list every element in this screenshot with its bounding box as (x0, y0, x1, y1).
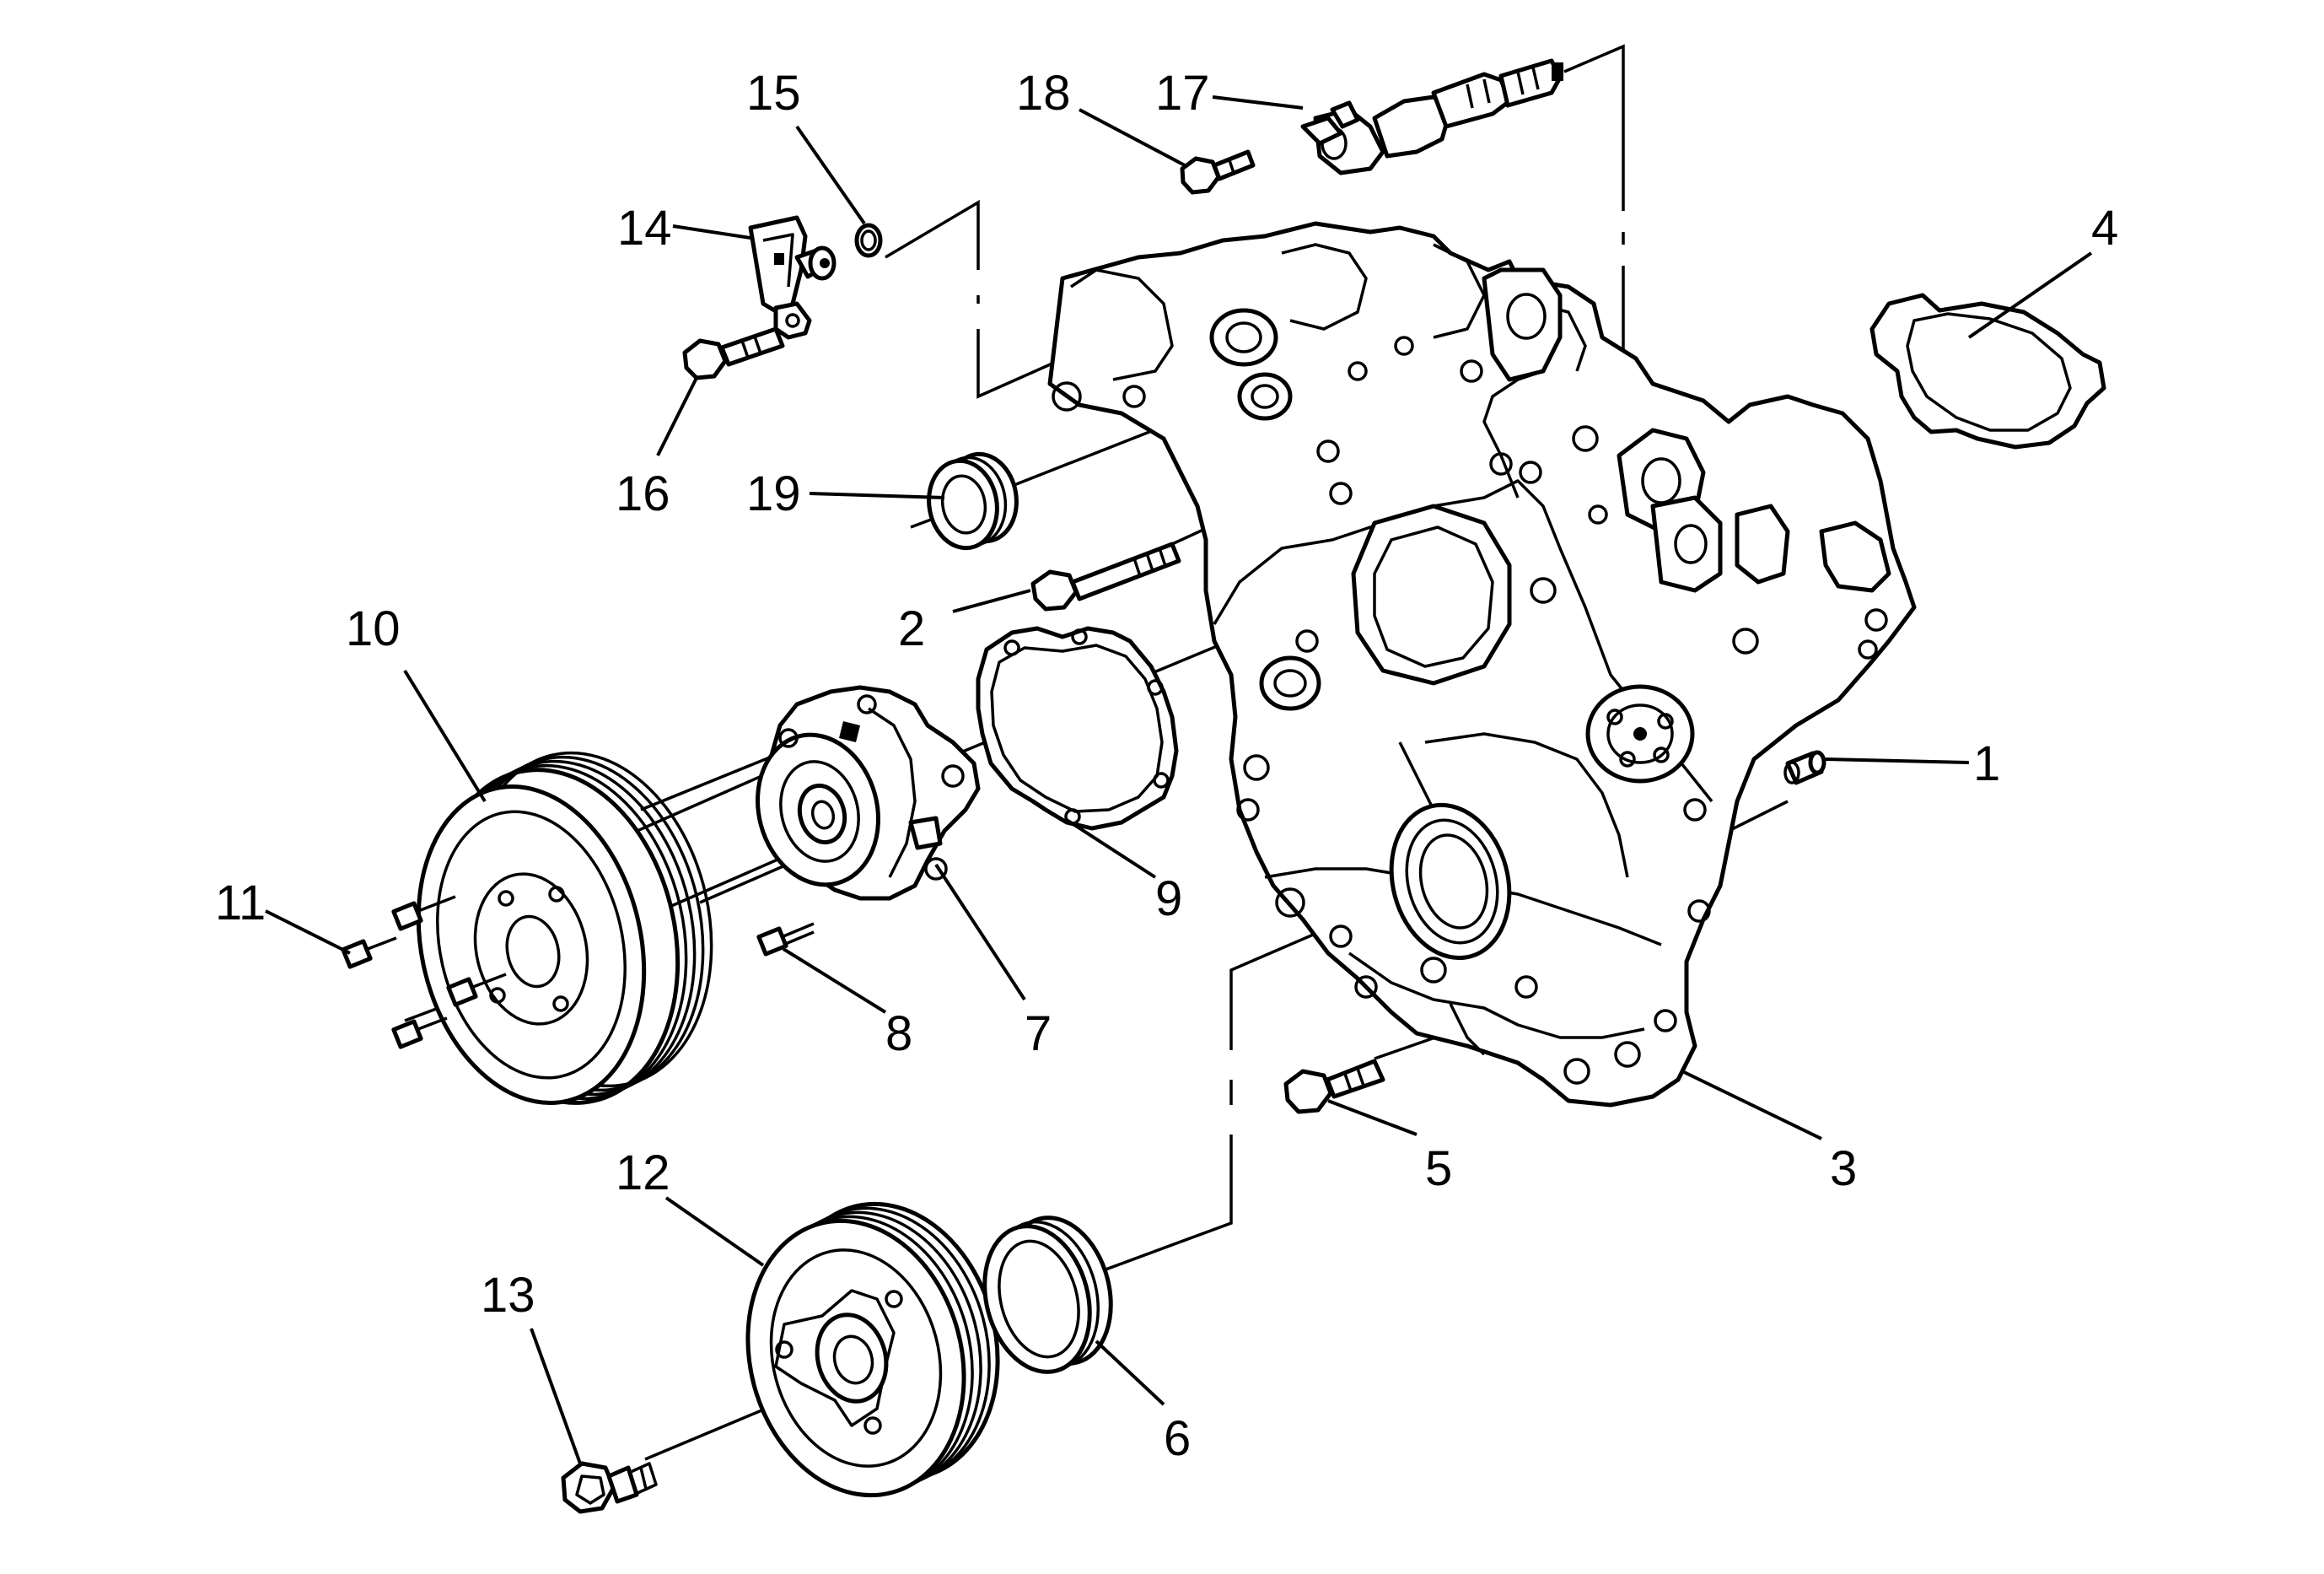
callout-5: 5 (1425, 1141, 1452, 1196)
callout-2: 2 (898, 601, 925, 656)
cover-bolt-5 (1283, 1059, 1385, 1114)
pulley-bolt (391, 895, 456, 931)
crankshaft-seal-6 (982, 1216, 1113, 1374)
callout-8: 8 (885, 1006, 912, 1061)
position-sensor-14 (748, 215, 837, 340)
gasket-4 (1869, 293, 2106, 450)
sensor-bolt-18 (1180, 149, 1256, 195)
cover-bolt-2 (1030, 542, 1181, 612)
pulley-bolt (391, 1016, 448, 1049)
engine-front-cover (1047, 221, 1917, 1108)
callout-13: 13 (481, 1268, 535, 1323)
pulley-bolt (446, 973, 507, 1007)
water-pump-7 (755, 685, 981, 901)
callout-19: 19 (746, 466, 801, 521)
callout-leader-lines (265, 95, 2093, 1464)
pulley-bolts-11 (341, 895, 507, 1049)
callout-11: 11 (215, 876, 266, 930)
balancer-bolt-13 (561, 1461, 658, 1514)
callout-14: 14 (617, 201, 672, 256)
callout-3: 3 (1830, 1141, 1857, 1196)
callout-10: 10 (346, 601, 401, 656)
water-pump-gasket-9 (976, 626, 1179, 831)
o-ring-15 (854, 223, 883, 258)
water-pump-bolt-8 (756, 922, 815, 957)
callout-4: 4 (2091, 201, 2118, 256)
callout-16: 16 (616, 466, 670, 521)
pulley-bolt (341, 936, 397, 969)
crankshaft-balancer-12 (745, 1201, 1000, 1498)
callout-7: 7 (1025, 1006, 1052, 1061)
callout-1: 1 (1973, 736, 2000, 791)
callout-15: 15 (746, 66, 801, 121)
dowel-1 (1783, 750, 1826, 785)
water-pump-pulley-10 (416, 751, 713, 1105)
sensor-bolt-16 (682, 326, 785, 380)
callout-9: 9 (1155, 871, 1182, 926)
callout-12: 12 (616, 1145, 670, 1200)
callout-17: 17 (1155, 66, 1210, 121)
camshaft-seal-19 (927, 451, 1019, 551)
callout-18: 18 (1016, 66, 1071, 121)
callout-numbers: 1 2 3 4 5 6 7 8 9 10 11 12 13 14 15 16 1… (215, 66, 2118, 1466)
position-sensor-17 (1300, 58, 1563, 175)
callout-6: 6 (1164, 1411, 1191, 1466)
